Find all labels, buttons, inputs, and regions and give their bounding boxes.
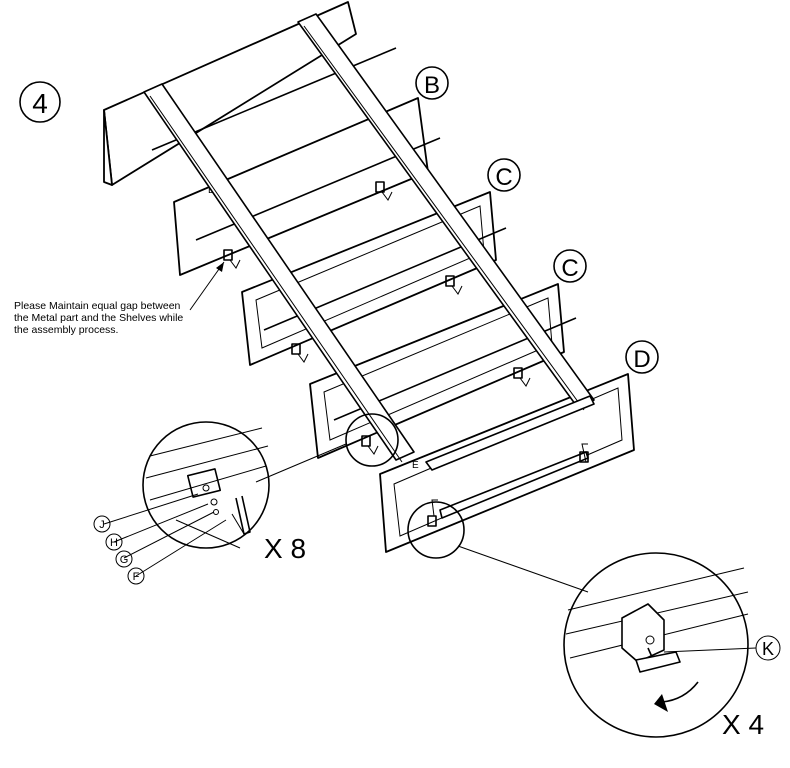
step-number: 4 xyxy=(32,88,48,119)
small-label-e: E xyxy=(412,460,419,471)
detail-ring-left xyxy=(345,413,399,467)
top-board xyxy=(103,1,357,186)
svg-text:C: C xyxy=(495,164,512,191)
shelf-d: E xyxy=(379,373,635,553)
quantity-right: X 4 xyxy=(722,709,764,740)
detail-left xyxy=(103,421,270,577)
part-label-g: G xyxy=(115,550,133,568)
callout-shelf-c-upper: C xyxy=(487,158,521,192)
metal-rail-left xyxy=(143,83,415,463)
svg-text:B: B xyxy=(424,72,440,99)
part-label-f: F xyxy=(127,567,145,585)
brackets xyxy=(223,181,589,527)
note-leader xyxy=(189,261,225,311)
assembly-note: Please Maintain equal gap between the Me… xyxy=(14,300,214,336)
detail-ring-right xyxy=(407,501,465,559)
svg-text:D: D xyxy=(633,346,650,373)
note-line-1: Please Maintain equal gap between xyxy=(14,300,181,312)
svg-text:H: H xyxy=(110,537,118,549)
part-label-h: H xyxy=(105,533,123,551)
svg-text:J: J xyxy=(99,519,105,531)
svg-text:F: F xyxy=(133,571,140,583)
part-label-k: K xyxy=(755,635,781,661)
detail-leader-right xyxy=(457,545,589,593)
metal-rail-bottom xyxy=(425,395,595,471)
detail-leader-left xyxy=(255,443,347,483)
callout-shelf-d: D xyxy=(625,340,659,374)
callout-shelf-b: B xyxy=(415,66,449,100)
svg-text:K: K xyxy=(762,639,774,659)
callout-shelf-c-lower: C xyxy=(553,249,587,283)
part-label-j: J xyxy=(93,515,111,533)
metal-rail-right xyxy=(297,13,595,411)
step-badge: 4 xyxy=(19,81,61,123)
detail-right xyxy=(563,552,757,738)
note-line-3: the assembly process. xyxy=(14,324,119,336)
svg-text:C: C xyxy=(561,255,578,282)
note-line-2: the Metal part and the Shelves while xyxy=(14,312,184,324)
quantity-left: X 8 xyxy=(264,533,306,564)
svg-text:G: G xyxy=(120,554,129,566)
